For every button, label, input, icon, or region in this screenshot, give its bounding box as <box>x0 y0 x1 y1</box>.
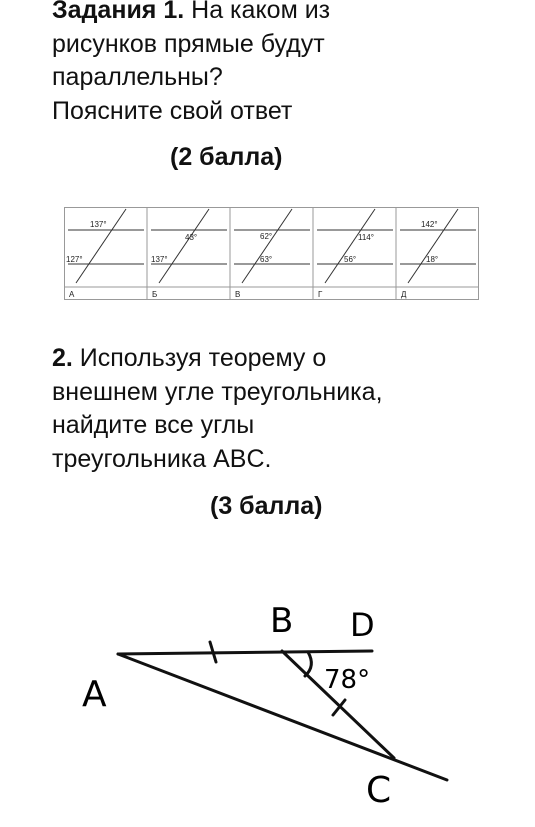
task1-question-line1: На каком из <box>184 0 331 24</box>
task2-label: 2. <box>52 344 73 372</box>
task2-text: 2. Используя теорему о внешнем угле треу… <box>52 342 522 476</box>
figure-5: 142° 18° Д <box>395 207 476 300</box>
angle-label-top: 62° <box>260 232 272 241</box>
angle-label: 78° <box>324 665 370 695</box>
figure-letter: Д <box>401 290 407 299</box>
triangle-drawing: A B D C 78° <box>82 601 449 811</box>
tick-mark-bc <box>331 698 347 717</box>
figure-4: 114° 56° Г <box>312 207 393 300</box>
angle-label-bottom: 63° <box>260 255 272 264</box>
vertex-label-a: A <box>82 674 107 715</box>
vertex-label-b: B <box>270 601 293 641</box>
task1-label: Задания 1. <box>52 0 185 24</box>
line-a-to-c-extended <box>116 652 449 782</box>
angle-label-bottom: 18° <box>426 255 438 264</box>
line-a-to-d <box>116 649 374 656</box>
transversal-line <box>407 208 459 284</box>
figures-table-border <box>64 207 479 300</box>
vertex-label-c: C <box>366 770 391 811</box>
tick-mark-ab <box>208 640 218 664</box>
task2-question-line4: треугольника ABC. <box>52 444 272 473</box>
angle-label-top: 43° <box>185 233 197 242</box>
task2-points: (3 балла) <box>210 492 323 520</box>
figure-letter: Г <box>318 290 323 299</box>
angle-arc <box>303 650 313 678</box>
task1-points: (2 балла) <box>170 143 283 171</box>
figure-3: 62° 63° В <box>229 207 310 300</box>
angle-label-top: 114° <box>358 233 374 242</box>
transversal-line <box>324 208 376 284</box>
transversal-line <box>241 208 293 284</box>
figures-table: 137° 127° А 43° 137° Б 62° 63° В 114° 56° Г 142° 18° Д <box>64 207 479 300</box>
figure-letter: А <box>69 290 75 299</box>
figure-letter: В <box>235 290 240 299</box>
angle-label-top: 142° <box>421 220 438 229</box>
task1-question-line4: Поясните свой ответ <box>52 96 293 125</box>
angle-label-bottom: 127° <box>66 255 83 264</box>
transversal-line <box>158 208 210 284</box>
figure-2: 43° 137° Б <box>146 207 227 300</box>
transversal-line <box>75 208 127 284</box>
task1-question-line2: рисунков прямые будут <box>52 29 325 58</box>
task2-question-line2: внешнем угле треугольника, <box>52 377 383 406</box>
task2-question-line1: Используя теорему о <box>72 344 327 372</box>
task1-question-line3: параллельны? <box>52 63 223 91</box>
task1-text: Задания 1. На каком из рисунков прямые б… <box>52 0 522 128</box>
figure-1: 137° 127° А <box>66 208 144 299</box>
segment-b-to-c <box>280 649 396 760</box>
angle-label-bottom: 137° <box>151 255 168 264</box>
task2-question-line3: найдите все углы <box>52 411 255 439</box>
angle-label-top: 137° <box>90 220 107 229</box>
point-label-d: D <box>350 606 375 644</box>
angle-label-bottom: 56° <box>344 255 356 264</box>
figure-letter: Б <box>152 290 157 299</box>
